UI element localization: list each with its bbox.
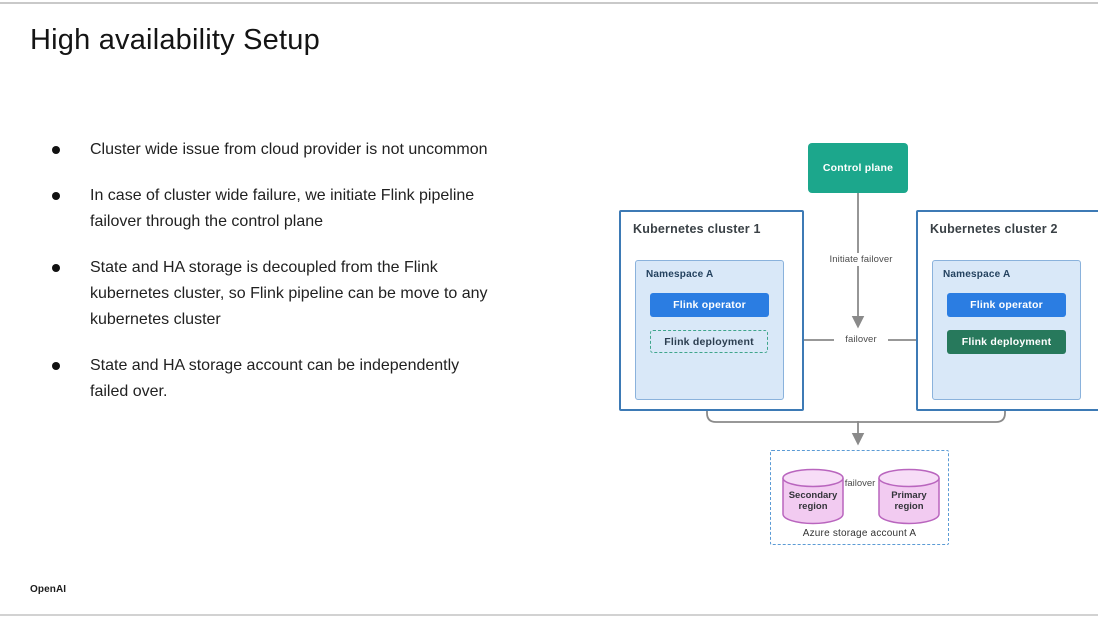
bullet-item: State and HA storage account can be inde… [30, 353, 590, 405]
storage-caption: Azure storage account A [802, 528, 917, 539]
bullet-item: Cluster wide issue from cloud provider i… [30, 137, 590, 163]
flink-operator-node: Flink operator [947, 293, 1066, 317]
storage-failover-label: failover [844, 478, 876, 489]
bullet-line: failed over. [90, 383, 168, 400]
bullet-dot [52, 362, 60, 370]
bullet-line: State and HA storage is decoupled from t… [90, 259, 438, 276]
slide-top-edge [0, 2, 1098, 4]
database-cylinder-icon [782, 468, 844, 525]
flink-operator-node: Flink operator [650, 293, 769, 317]
control-plane-label: Control plane [822, 162, 894, 174]
kubernetes-cluster-2-box: Kubernetes cluster 2 Namespace A Flink o… [916, 210, 1098, 411]
bullet-item: State and HA storage is decoupled from t… [30, 255, 590, 333]
namespace-label: Namespace A [943, 269, 1011, 280]
bullet-line: State and HA storage account can be inde… [90, 357, 460, 374]
page-title: High availability Setup [30, 24, 320, 56]
cluster-title: Kubernetes cluster 1 [633, 222, 761, 236]
namespace-box: Namespace A Flink operator Flink deploym… [932, 260, 1081, 400]
bullet-dot [52, 192, 60, 200]
control-plane-box: Control plane [808, 143, 908, 193]
bullet-line: kubernetes cluster, so Flink pipeline ca… [90, 285, 488, 302]
kubernetes-cluster-1-box: Kubernetes cluster 1 Namespace A Flink o… [619, 210, 804, 411]
flink-deployment-node: Flink deployment [650, 330, 768, 353]
bullet-item: In case of cluster wide failure, we init… [30, 183, 590, 235]
bullet-line: kubernetes cluster [90, 311, 221, 328]
openai-logo: OpenAI [30, 584, 67, 595]
bullet-list: Cluster wide issue from cloud provider i… [30, 137, 590, 425]
failover-label: failover [834, 333, 888, 346]
bullet-dot [52, 264, 60, 272]
flink-operator-label: Flink operator [970, 299, 1043, 311]
bullet-dot [52, 146, 60, 154]
bullet-line: Cluster wide issue from cloud provider i… [90, 141, 488, 158]
database-cylinder-icon [878, 468, 940, 525]
namespace-box: Namespace A Flink operator Flink deploym… [635, 260, 784, 400]
cluster-title: Kubernetes cluster 2 [930, 222, 1058, 236]
secondary-region-label: Secondary region [788, 489, 838, 513]
flink-deployment-label: Flink deployment [664, 335, 754, 348]
bullet-line: In case of cluster wide failure, we init… [90, 187, 475, 204]
primary-region-label: Primary region [891, 489, 927, 513]
bullet-line: failover through the control plane [90, 213, 324, 230]
secondary-region-cylinder: Secondary region [781, 467, 845, 527]
azure-storage-box: Secondary region failover Primary region… [770, 450, 949, 545]
flink-operator-label: Flink operator [673, 299, 746, 311]
slide-bottom-edge [0, 614, 1098, 616]
initiate-failover-label: Initiate failover [814, 253, 908, 266]
flink-deployment-label: Flink deployment [961, 336, 1052, 348]
primary-region-cylinder: Primary region [877, 467, 941, 527]
namespace-label: Namespace A [646, 269, 714, 280]
flink-deployment-node: Flink deployment [947, 330, 1066, 354]
